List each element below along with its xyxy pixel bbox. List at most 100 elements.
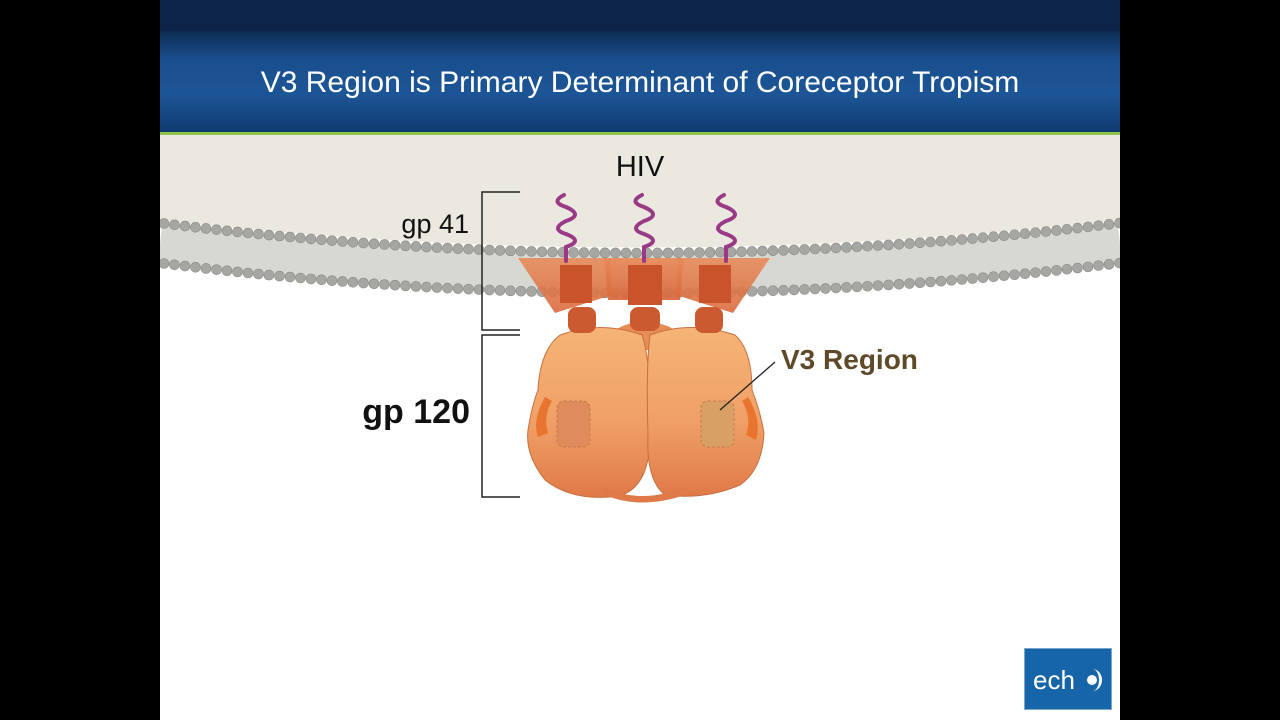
logo-arc <box>1083 669 1102 691</box>
lipid-head <box>778 245 789 256</box>
lipid-head <box>410 241 422 252</box>
gp41-stem-left <box>560 265 592 303</box>
lipid-head <box>914 277 926 289</box>
logo-dot <box>1087 675 1097 685</box>
lipid-head <box>631 247 642 259</box>
lipid-head <box>515 285 527 297</box>
logo-text: ech <box>1033 665 1075 695</box>
lipid-head <box>242 227 254 239</box>
lipid-head <box>160 218 170 229</box>
lipid-head <box>463 243 474 255</box>
lipid-head <box>536 246 548 258</box>
gp41-bracket <box>481 191 520 331</box>
lipid-head <box>337 236 348 247</box>
lipid-head <box>977 272 989 283</box>
lipid-head <box>337 276 348 287</box>
gp41-base-center <box>630 307 660 331</box>
lipid-head <box>221 225 233 237</box>
virus-interior <box>160 135 1120 248</box>
lipid-head <box>809 283 821 295</box>
lipid-head <box>935 275 947 287</box>
lipid-head <box>274 270 285 282</box>
lipid-head <box>232 266 243 278</box>
lipid-head <box>946 235 957 246</box>
lipid-head <box>526 246 537 257</box>
lipid-head <box>326 235 338 246</box>
tail-right <box>715 193 737 263</box>
lipid-head <box>830 242 842 254</box>
lipid-head <box>1040 266 1052 277</box>
lipid-head <box>578 247 590 258</box>
lipid-head <box>1072 222 1083 234</box>
lipid-head <box>683 247 695 258</box>
lipid-head <box>211 264 222 275</box>
lipid-head <box>673 247 684 259</box>
lipid-head <box>746 246 758 257</box>
slide-header: V3 Region is Primary Determinant of Core… <box>160 0 1120 135</box>
lipid-head <box>809 243 821 255</box>
lipid-head <box>1093 260 1104 271</box>
gp41-trimer <box>518 258 770 333</box>
lipid-head <box>379 239 390 250</box>
lipid-head <box>421 281 432 293</box>
lipid-head <box>242 267 254 279</box>
lipid-head <box>169 259 180 271</box>
lipid-head <box>253 268 264 280</box>
lipid-head <box>400 240 411 252</box>
lipid-head <box>368 238 380 250</box>
gp120-right-accent <box>742 397 758 440</box>
lipid-head <box>316 234 327 246</box>
lipid-head <box>284 231 296 243</box>
lipid-head <box>347 276 359 288</box>
gp41-base-right <box>695 307 723 333</box>
lipid-head <box>452 243 464 254</box>
lipid-head <box>253 228 264 240</box>
lipid-head <box>494 285 506 296</box>
lipid-head <box>988 231 999 243</box>
lipid-head <box>1093 220 1104 231</box>
lipid-head <box>1082 261 1094 273</box>
lipid-head <box>830 282 842 294</box>
lipid-head <box>872 240 884 251</box>
lipid-head <box>851 281 863 293</box>
label-hiv: HIV <box>616 151 665 183</box>
cytoplasmic-tails <box>555 193 737 263</box>
lipid-head <box>767 285 779 296</box>
lipid-head <box>160 258 170 269</box>
lipid-head <box>263 269 275 281</box>
label-v3-region: V3 Region <box>781 344 918 375</box>
lipid-head <box>799 284 810 295</box>
lipid-head <box>1051 265 1062 276</box>
gp120-left-patch <box>556 400 591 448</box>
lipid-head <box>589 247 600 259</box>
echo-logo: ech <box>1024 648 1112 710</box>
lipid-head <box>410 281 422 292</box>
lipid-head <box>767 245 779 256</box>
lipid-head <box>662 247 674 259</box>
lipid-head <box>431 242 443 253</box>
lipid-head <box>568 247 579 258</box>
lipid-head <box>872 280 884 291</box>
lipid-head <box>190 261 201 273</box>
lipid-head <box>1019 268 1031 279</box>
lipid-head <box>1019 228 1031 239</box>
lipid-head <box>1114 257 1120 269</box>
lipid-head <box>389 279 401 291</box>
lipid-head <box>904 278 915 289</box>
lipid-head <box>484 284 495 296</box>
lipid-head <box>421 241 432 253</box>
lipid-head <box>893 238 905 250</box>
lipid-head <box>221 265 233 277</box>
lipid-head <box>1040 226 1052 237</box>
lipid-head <box>704 247 716 258</box>
lipid-head <box>956 234 968 245</box>
lipid-head <box>788 244 800 256</box>
lipid-head <box>1061 263 1073 275</box>
lipid-head <box>904 238 915 249</box>
lipid-head <box>988 271 999 283</box>
lipid-head <box>211 224 222 235</box>
lipid-head <box>232 226 243 238</box>
lipid-head <box>652 247 663 259</box>
label-gp41: gp 41 <box>401 209 469 239</box>
hiv-envelope-diagram: HIV gp 41 gp 120 V3 Region <box>160 135 1120 503</box>
